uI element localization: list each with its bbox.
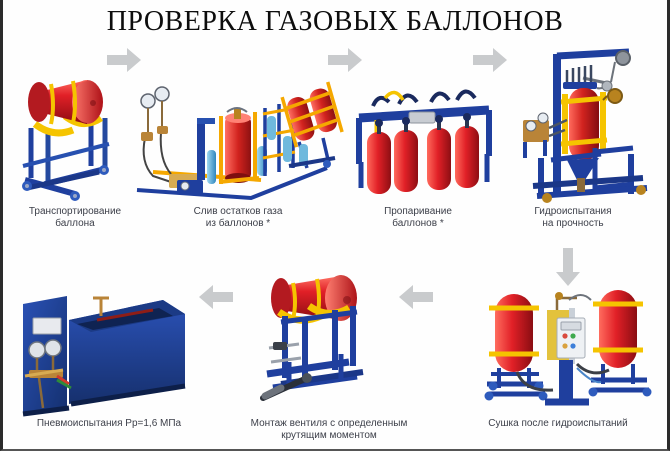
caption-step-4: Гидроиспытания на прочность xyxy=(534,206,612,229)
arrow-step1-step2 xyxy=(107,48,141,72)
figure-steaming-rack-four-cylinders xyxy=(351,78,496,203)
caption-step-3: Пропаривание баллонов * xyxy=(384,206,452,229)
figure-gas-drain-installation xyxy=(131,72,344,202)
arrow-step2-step3 xyxy=(328,48,362,72)
arrow-step5-step6 xyxy=(399,285,433,309)
figure-valve-mounting-stand xyxy=(253,266,393,414)
caption-step-2: Слив остатков газа из баллонов * xyxy=(193,206,283,229)
caption-step-1: Транспортирование баллона xyxy=(28,206,122,229)
caption-step-7: Пневмоиспытания Рр=1,6 МПа xyxy=(36,418,182,429)
figure-pneumatic-test-bath xyxy=(13,258,193,417)
figure-hydro-test-stand xyxy=(511,48,666,206)
page-title: ПРОВЕРКА ГАЗОВЫХ БАЛЛОНОВ xyxy=(106,6,564,37)
figure-drying-station-two-cylinders xyxy=(473,276,658,416)
caption-step-6: Монтаж вентиля с определенным крутящим м… xyxy=(250,418,408,441)
arrow-step4-step5 xyxy=(556,248,580,286)
arrow-step6-step7 xyxy=(199,285,233,309)
figure-cylinder-transport-cart xyxy=(15,62,120,202)
caption-step-5: Сушка после гидроиспытаний xyxy=(488,418,628,429)
arrow-step3-step4 xyxy=(473,48,507,72)
